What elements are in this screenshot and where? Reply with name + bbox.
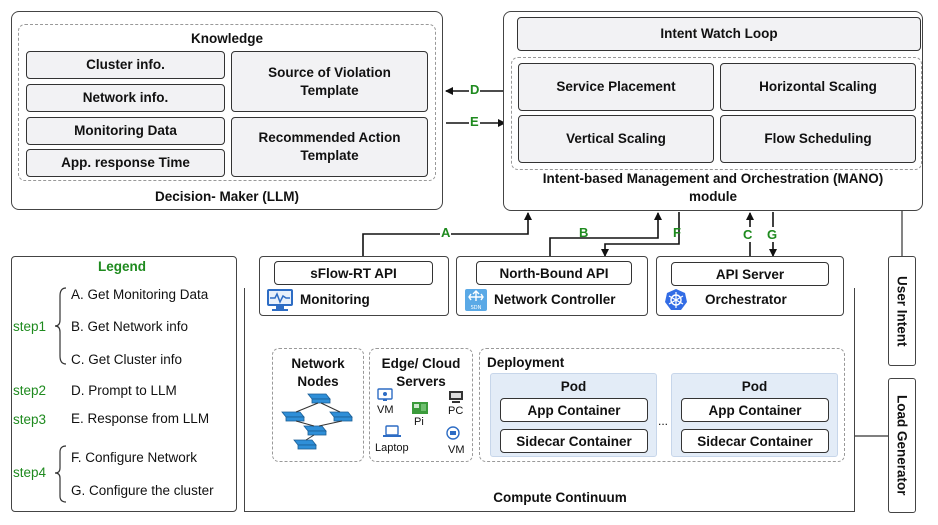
legend-item-f: F. Configure Network	[71, 450, 198, 465]
legend-title: Legend	[98, 259, 147, 274]
legend-item-d: D. Prompt to LLM	[71, 383, 177, 398]
monitoring-label: Monitoring	[300, 292, 370, 307]
legend-step1: step1	[13, 319, 47, 334]
label-d: D	[469, 82, 481, 97]
legend-step3: step3	[13, 412, 47, 427]
switch-icons	[274, 390, 360, 456]
sdn-icon: SDN	[464, 288, 488, 312]
laptop-icon	[382, 425, 402, 439]
kubernetes-icon	[664, 288, 688, 312]
legend-brace-4	[54, 445, 67, 503]
legend-step4: step4	[13, 465, 47, 480]
legend-item-e: E. Response from LLM	[71, 411, 210, 426]
network-controller-label: Network Controller	[494, 292, 616, 307]
pod-1-app-container: App Container	[500, 398, 648, 422]
knowledge-item-cluster: Cluster info.	[26, 51, 225, 79]
vm-icon	[377, 388, 393, 402]
action-horizontal-scaling: Horizontal Scaling	[720, 63, 916, 111]
pc-label: PC	[448, 405, 464, 417]
api-server: API Server	[671, 262, 829, 286]
knowledge-title: Knowledge	[190, 31, 263, 46]
action-service-placement: Service Placement	[518, 63, 714, 111]
legend-item-a: A. Get Monitoring Data	[71, 287, 209, 302]
deployment-title: Deployment	[487, 355, 565, 370]
network-nodes-title: Network Nodes	[291, 356, 345, 389]
arrow-b	[549, 212, 662, 256]
template-recommended-action: Recommended Action Template	[231, 117, 428, 177]
label-g: G	[767, 227, 778, 242]
pi-label: Pi	[414, 416, 424, 428]
label-b: B	[579, 225, 589, 240]
load-generator-box: Load Generator	[888, 378, 916, 513]
legend-item-g: G. Configure the cluster	[71, 483, 214, 498]
legend-panel	[11, 256, 237, 512]
knowledge-item-app-response: App. response Time	[26, 149, 225, 177]
raspberry-pi-icon	[411, 401, 429, 415]
pod-2-title: Pod	[741, 379, 768, 394]
monitor-icon	[265, 288, 297, 312]
network-nodes-box	[272, 348, 364, 462]
orchestrator-label: Orchestrator	[705, 292, 787, 307]
pod-1-title: Pod	[560, 379, 587, 394]
action-vertical-scaling: Vertical Scaling	[518, 115, 714, 163]
mano-caption-line2: module	[688, 189, 737, 204]
knowledge-item-network: Network info.	[26, 84, 225, 112]
north-bound-api: North-Bound API	[476, 261, 632, 285]
label-c: C	[743, 227, 753, 242]
pod-1-sidecar-container: Sidecar Container	[500, 429, 648, 453]
edge-cloud-box	[369, 348, 473, 462]
user-intent-box: User Intent	[888, 256, 916, 366]
pod-2-app-container: App Container	[681, 398, 829, 422]
pods-ellipsis: ...	[658, 414, 669, 428]
mano-caption-line1: Intent-based Management and Orchestratio…	[542, 171, 884, 186]
legend-item-c: C. Get Cluster info	[71, 352, 183, 367]
label-e: E	[469, 114, 480, 129]
vm-label-2: VM	[448, 444, 465, 456]
legend-item-b: B. Get Network info	[71, 319, 189, 334]
label-f: F	[673, 225, 681, 240]
deployment-box	[479, 348, 845, 462]
knowledge-box	[18, 24, 436, 181]
sflow-api: sFlow-RT API	[274, 261, 433, 285]
legend-brace-1	[54, 287, 67, 365]
cloud-vm-icon	[445, 425, 461, 441]
legend-step2: step2	[13, 383, 47, 398]
sdn-icon-text: SDN	[471, 305, 482, 311]
template-source-of-violation: Source of Violation Template	[231, 51, 428, 112]
vm-label-1: VM	[377, 404, 394, 416]
pc-icon	[448, 390, 464, 404]
knowledge-item-monitoring: Monitoring Data	[26, 117, 225, 145]
action-flow-scheduling: Flow Scheduling	[720, 115, 916, 163]
label-a: A	[440, 225, 452, 240]
pod-2-sidecar-container: Sidecar Container	[681, 429, 829, 453]
decision-maker-caption: Decision- Maker (LLM)	[154, 189, 300, 204]
compute-continuum-label: Compute Continuum	[470, 490, 650, 505]
arrow-f	[601, 212, 680, 257]
intent-watch-loop: Intent Watch Loop	[517, 17, 921, 51]
mano-actions-box	[511, 57, 922, 170]
edge-cloud-title: Edge/ Cloud Servers	[381, 356, 461, 389]
laptop-label: Laptop	[375, 442, 409, 454]
